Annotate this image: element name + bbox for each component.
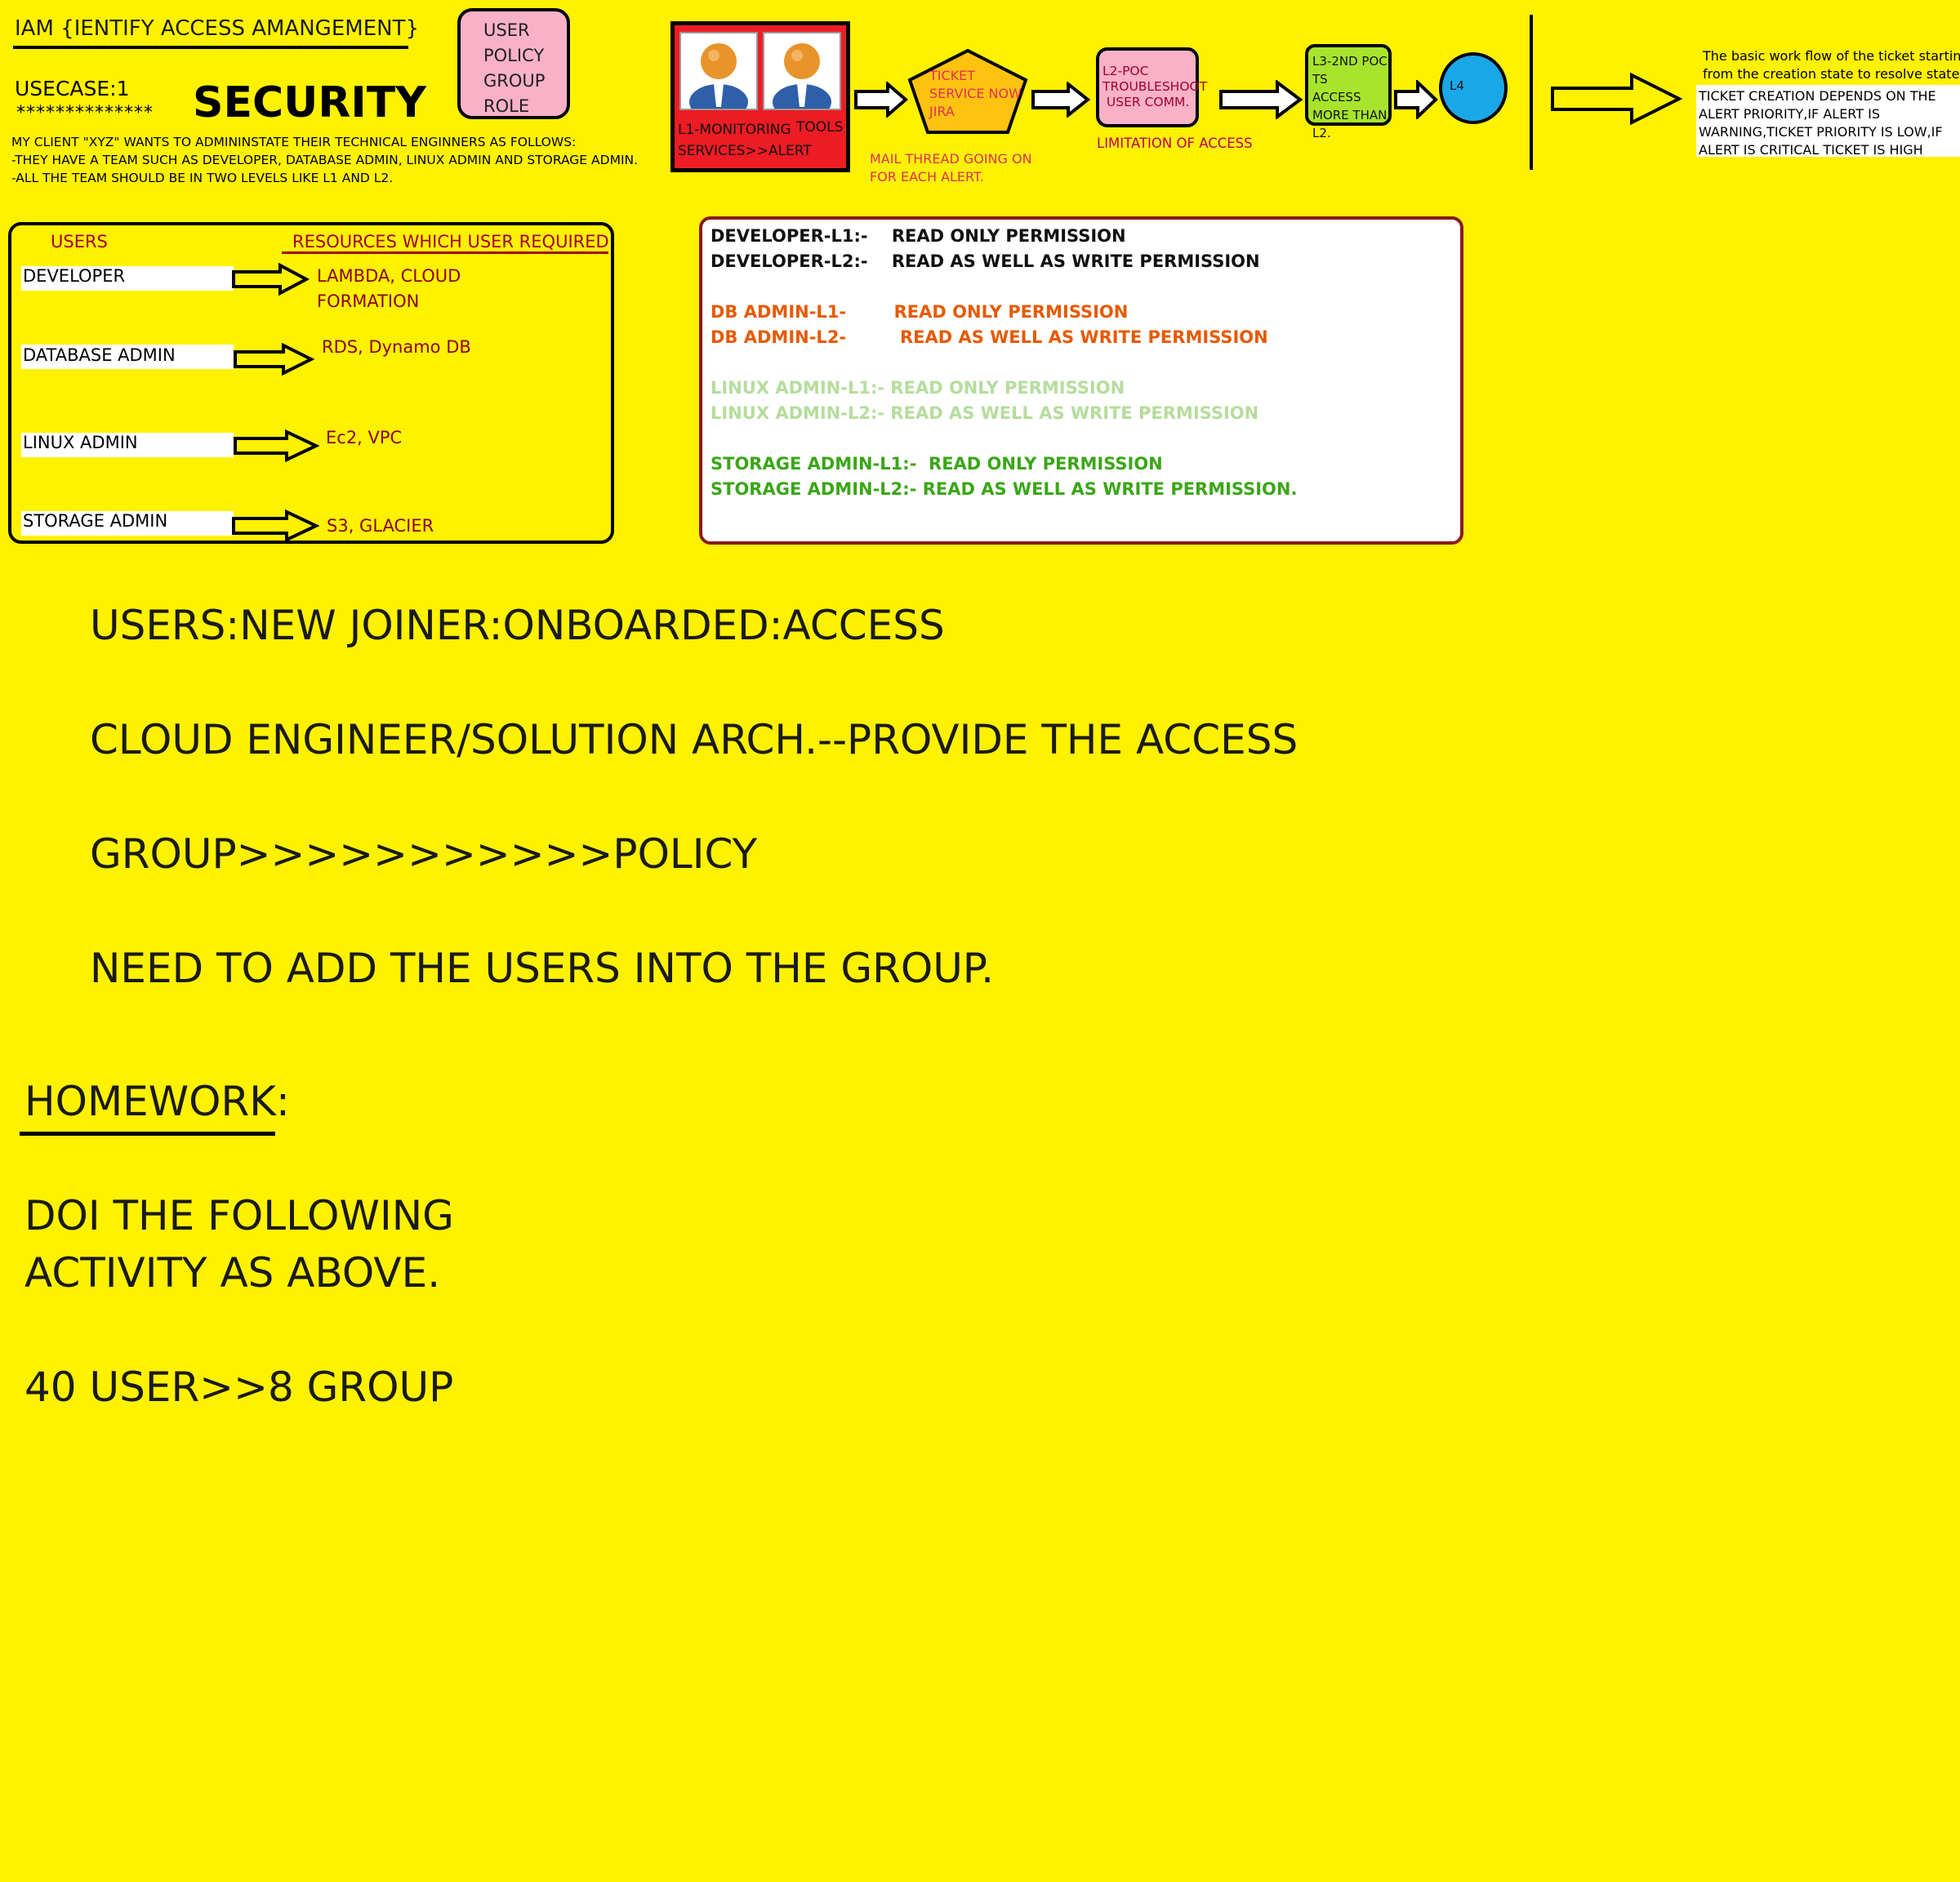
permission-line: LINUX ADMIN-L1:- READ ONLY PERMISSION <box>710 378 1125 398</box>
permissions-box <box>699 216 1463 545</box>
user-database-admin: DATABASE ADMIN <box>23 345 176 365</box>
concept-policy: POLICY <box>483 46 545 65</box>
permission-line: LINUX ADMIN-L2:- READ AS WELL AS WRITE P… <box>710 403 1259 423</box>
usecase-label: USECASE:1 <box>15 77 130 100</box>
note-group-policy: GROUP>>>>>>>>>>>POLICY <box>90 830 758 878</box>
user-bar <box>21 345 234 369</box>
user-developer: DEVELOPER <box>23 266 126 286</box>
user-bar <box>21 511 234 536</box>
flow-arrow-icon <box>1219 80 1303 119</box>
resource-arrow-icon <box>234 343 314 376</box>
user-linux-admin: LINUX ADMIN <box>23 433 138 452</box>
homework-line-1: DOI THE FOLLOWING <box>24 1192 454 1239</box>
concept-group: GROUP <box>483 71 546 91</box>
permission-line: DEVELOPER-L1:- READ ONLY PERMISSION <box>710 226 1126 246</box>
permission-line: STORAGE ADMIN-L1:- READ ONLY PERMISSION <box>710 454 1163 474</box>
tools-label: TOOLS <box>796 119 844 136</box>
ticket-pentagon-shape <box>907 48 1028 134</box>
resources-database-admin: RDS, Dynamo DB <box>322 337 471 357</box>
l1-services-label: SERVICES>>ALERT <box>678 143 812 159</box>
user-bar <box>21 433 234 457</box>
resources-header: RESOURCES WHICH USER REQUIRED <box>292 232 609 251</box>
l3-poc-label: L3-2ND POC TS ACCESS MORE THAN L2. <box>1312 54 1388 140</box>
permission-line: STORAGE ADMIN-L2:- READ AS WELL AS WRITE… <box>710 479 1298 499</box>
divider-line <box>1530 15 1533 170</box>
big-arrow-icon <box>1551 72 1683 126</box>
user-avatar-icon <box>763 32 841 120</box>
l3-poc-box <box>1305 44 1392 126</box>
flow-arrow-icon <box>854 82 909 118</box>
iam-concepts-box: USER POLICY GROUP ROLE <box>457 8 570 119</box>
user-bar <box>21 266 234 291</box>
note-cloud-engineer: CLOUD ENGINEER/SOLUTION ARCH.--PROVIDE T… <box>90 716 1298 763</box>
flow-arrow-icon <box>1031 82 1091 118</box>
limitation-note: LIMITATION OF ACCESS <box>1097 136 1253 151</box>
permission-line: DEVELOPER-L2:- READ AS WELL AS WRITE PER… <box>710 251 1260 271</box>
homework-line-2: ACTIVITY AS ABOVE. <box>24 1249 441 1297</box>
usecase-stars: ************** <box>16 103 154 123</box>
mail-thread-note: MAIL THREAD GOING ON FOR EACH ALERT. <box>870 151 1032 185</box>
permission-line: DB ADMIN-L1- READ ONLY PERMISSION <box>710 302 1129 322</box>
resource-arrow-icon <box>232 509 319 542</box>
ticket-service-label: TICKET SERVICE NOW JIRA <box>929 68 1022 119</box>
resources-linux-admin: Ec2, VPC <box>326 428 403 447</box>
permission-line: DB ADMIN-L2- READ AS WELL AS WRITE PERMI… <box>710 327 1268 347</box>
resource-arrow-icon <box>232 263 310 296</box>
note-users-onboarding: USERS:NEW JOINER:ONBOARDED:ACCESS <box>90 602 945 649</box>
users-header: USERS <box>51 232 108 251</box>
l2-poc-label: L2-POC TROUBLESHOOT USER COMM. <box>1102 64 1208 109</box>
homework-line-3: 40 USER>>8 GROUP <box>24 1364 454 1411</box>
l4-label: L4 <box>1450 78 1464 93</box>
workflow-note: The basic work flow of the ticket starti… <box>1703 48 1960 82</box>
resources-header-underline <box>282 251 608 254</box>
l1-monitoring-label: L1-MONITORING <box>678 122 791 138</box>
flow-arrow-icon <box>1394 80 1438 119</box>
homework-underline <box>20 1132 275 1136</box>
l1-monitoring-box <box>670 21 850 172</box>
resource-arrow-icon <box>234 429 319 462</box>
security-heading: SECURITY <box>193 78 426 127</box>
homework-heading: HOMEWORK: <box>24 1078 290 1125</box>
title-underline <box>13 46 408 49</box>
usecase-description: MY CLIENT "XYZ" WANTS TO ADMININSTATE TH… <box>11 135 639 185</box>
user-avatar-icon <box>679 32 758 120</box>
note-add-users: NEED TO ADD THE USERS INTO THE GROUP. <box>90 945 995 992</box>
page-title: IAM {IENTIFY ACCESS AMANGEMENT} <box>15 16 419 41</box>
concept-user: USER <box>483 20 530 40</box>
concept-role: ROLE <box>483 96 530 116</box>
users-resources-box <box>8 222 614 544</box>
priority-note: TICKET CREATION DEPENDS ON THE ALERT PRI… <box>1699 88 1943 158</box>
l2-poc-box <box>1096 47 1199 127</box>
resources-developer: LAMBDA, CLOUD FORMATION <box>317 266 461 311</box>
user-storage-admin: STORAGE ADMIN <box>23 511 168 531</box>
l4-circle <box>1439 52 1508 124</box>
resources-storage-admin: S3, GLACIER <box>327 516 434 536</box>
priority-note-box <box>1696 85 1960 157</box>
